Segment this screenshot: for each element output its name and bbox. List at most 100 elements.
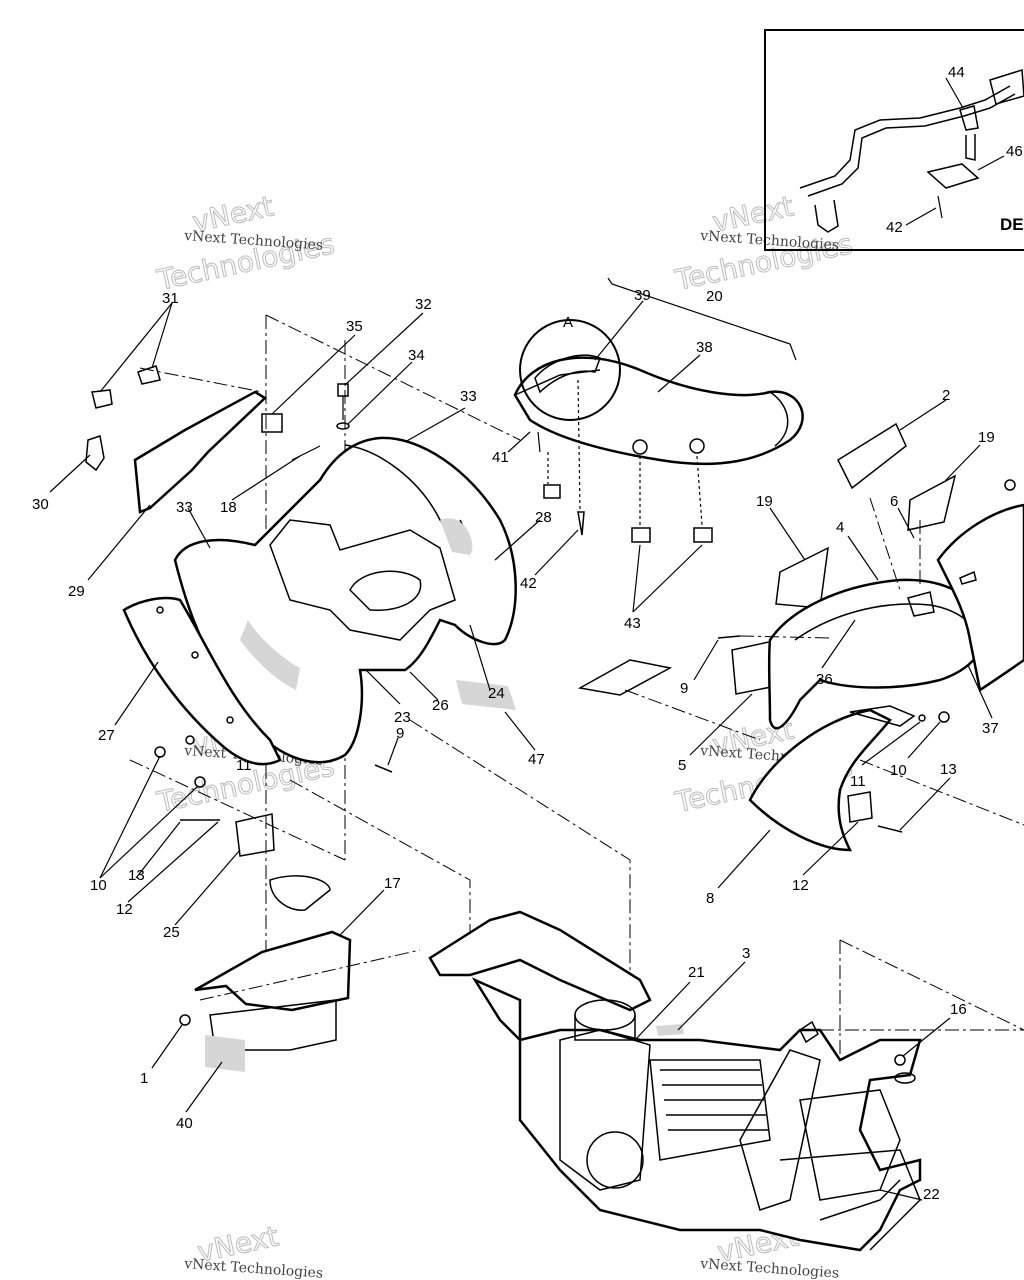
leader-line [899,777,951,831]
leader-line [821,619,856,669]
leader-line [271,334,356,415]
detail-frame [764,29,1024,251]
leader-line [494,519,541,561]
decal-part [456,680,516,710]
leader-line [677,961,746,1031]
grommet-part [693,527,713,543]
grommet-part [543,484,561,499]
detail-a-label: A [563,314,573,331]
nut-part [894,1054,906,1066]
leader-line [99,302,173,393]
leader-line [347,361,413,425]
bracket-20 [607,277,797,361]
callout-4: 4 [836,519,844,536]
leader-line [634,981,691,1041]
watermark-text: vNext Technologies [699,1256,840,1280]
leader-line [469,624,491,691]
callout-9: 9 [680,680,688,697]
frame-part [428,910,652,1012]
callout-32: 32 [415,296,432,313]
callout-30: 30 [32,496,49,513]
front-fender-group: 2 19 19 6 4 9 36 5 37 11 10 13 8 12 [577,387,1024,1100]
detail-inset: 44 46 42 DE [764,29,1024,251]
leader-line [879,1189,923,1201]
leader-line [404,407,466,443]
leader-line [769,507,806,561]
leader-line [902,1017,951,1057]
leader-line [87,504,151,581]
washer-part [894,1072,916,1084]
callout-40: 40 [176,1115,193,1132]
leader-line [802,821,859,876]
leader-line [231,455,301,501]
callout-2: 2 [942,387,950,404]
rear-fender-group: 31 30 29 32 35 34 33 33 18 28 27 24 23 2… [32,290,631,1132]
leader-line [977,155,1005,171]
frame-engine-group: 21 3 16 22 [199,910,1024,1252]
throttle-lever-part [807,93,1016,197]
callout-38: 38 [696,339,713,356]
callout-42: 42 [520,575,537,592]
callout-8: 8 [706,890,714,907]
callout-27: 27 [98,727,115,744]
callout-47: 47 [528,751,545,768]
leader-line [99,785,199,879]
footrest-part [269,875,331,911]
leader-line [534,529,579,576]
leader-line [507,431,531,453]
screw-part [374,764,393,773]
pin-part [537,431,541,453]
leader-line [632,544,641,613]
leader-line [365,669,401,705]
plate-part [837,422,907,490]
callout-28: 28 [535,509,552,526]
decal-part [907,474,957,531]
leader-line [339,889,385,936]
engine-cylinder-part [649,1059,771,1161]
seat-latch-part [534,354,601,394]
callout-11: 11 [850,773,866,790]
leader-line [693,639,719,681]
callout-10: 10 [890,762,907,779]
callout-6: 6 [890,493,898,510]
bracket-part [235,813,275,857]
rear-fender-decal [240,620,300,690]
callout-26: 26 [432,697,449,714]
callout-9: 9 [396,725,404,742]
front-fender-part [907,591,935,617]
callout-31: 31 [162,290,179,307]
leader-line [632,544,703,613]
leader-line [907,721,941,759]
pin-part [937,195,943,219]
throttle-bracket-part [959,105,979,131]
air-box-part [574,1015,636,1041]
grommet-part [631,527,651,543]
leader-line [174,849,241,926]
throttle-bracket-part [965,134,976,161]
callout-1: 1 [140,1070,148,1087]
leader-line [905,207,937,226]
bolt-part [799,1020,819,1044]
rear-fender-part [173,436,517,764]
leader-line [945,444,981,481]
clip-part [137,365,161,385]
mud-flap-part [122,596,282,766]
leader-line [135,821,181,879]
callout-21: 21 [688,964,705,981]
throttle-bracket-part [814,199,839,233]
watermark-text: vNext Technologies [183,1256,324,1280]
engine-fins [660,1069,768,1131]
washer-part [336,422,350,430]
rear-fender-part [269,519,456,641]
callout-12: 12 [116,901,133,918]
washer-part [918,714,926,722]
leader-line [861,721,921,766]
front-fender-part [767,578,988,730]
leader-line [897,507,915,539]
leader-line [99,755,161,879]
bracket-part [847,791,873,823]
callout-5: 5 [678,757,686,774]
callout-42: 42 [886,219,903,236]
plate-part [926,163,980,189]
grommet-part [261,413,283,433]
